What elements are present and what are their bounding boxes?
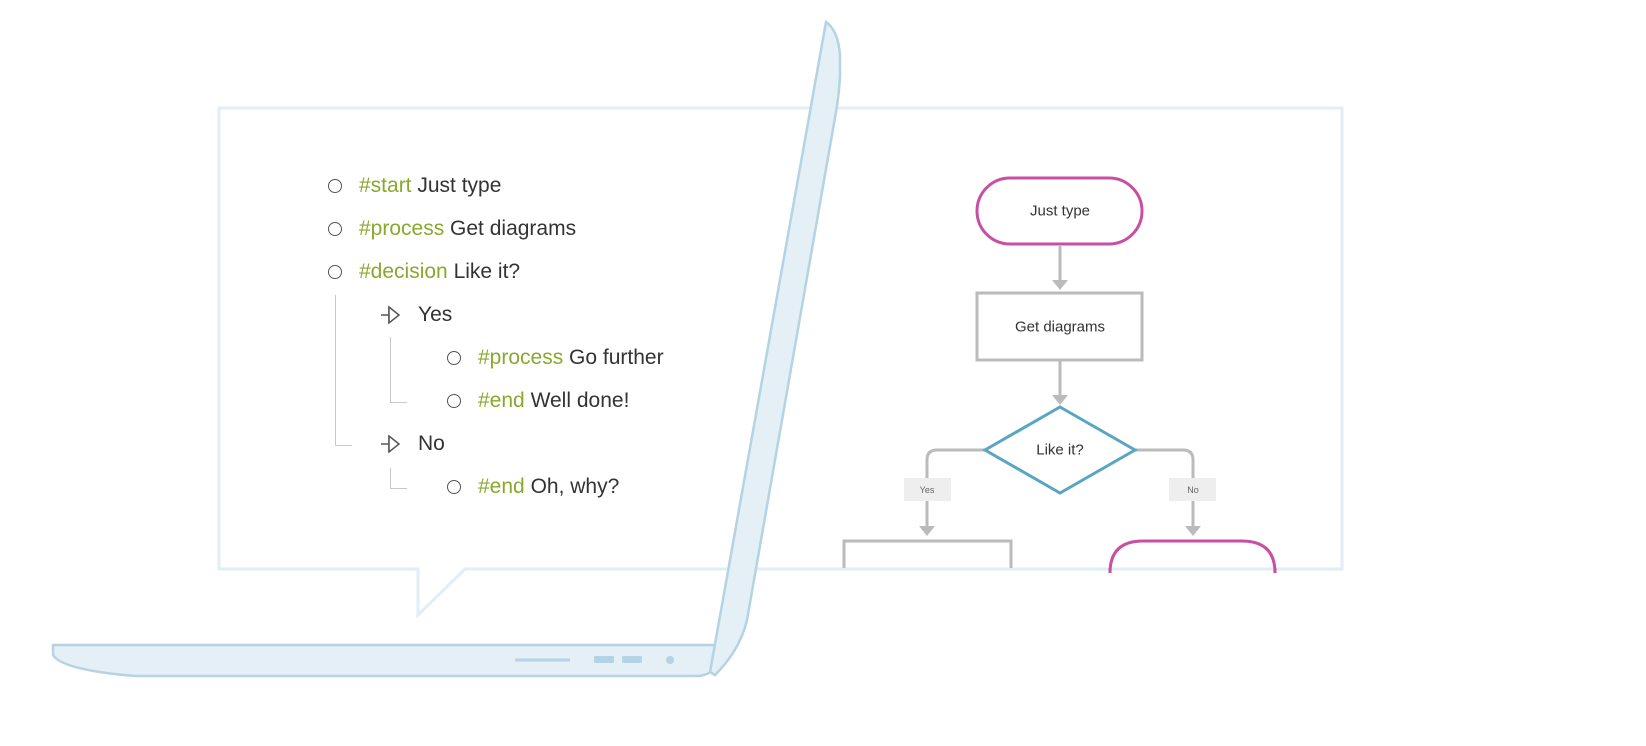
circle-bullet-icon <box>447 351 461 365</box>
outline-text: Get diagrams <box>450 217 577 240</box>
outline-text: Oh, why? <box>530 475 620 498</box>
outline-tag: #decision <box>359 260 454 283</box>
outline-item-yes[interactable]: Yes <box>418 302 452 328</box>
outline-text: Go further <box>569 346 664 369</box>
tree-guide-line <box>390 468 407 489</box>
circle-bullet-icon <box>328 179 342 193</box>
branch-arrow-icon <box>381 434 401 454</box>
start-node <box>975 176 1144 246</box>
outline-text: Yes <box>418 303 453 326</box>
no-edge-label: No <box>1187 485 1199 495</box>
outline-item-go-further[interactable]: #process Go further <box>447 345 664 371</box>
circle-bullet-icon <box>328 222 342 236</box>
flowchart-connectors <box>925 246 1195 528</box>
go-further-node-partial <box>842 539 1013 568</box>
decision-node <box>981 405 1139 495</box>
flowchart-arrowheads <box>919 280 1201 536</box>
outline-text: Just type <box>417 174 502 197</box>
tree-guide-line <box>335 295 352 446</box>
process-node <box>975 291 1144 362</box>
oh-why-node-partial <box>1108 539 1277 574</box>
outline-item-well-done[interactable]: #end Well done! <box>447 388 630 414</box>
outline-text: No <box>418 432 445 455</box>
outline-tag: #process <box>359 217 451 240</box>
laptop-base-port <box>622 656 642 663</box>
outline-item-no[interactable]: No <box>418 431 445 457</box>
yes-label-box <box>904 478 951 501</box>
outline-item-decision[interactable]: #decision Like it? <box>328 259 521 285</box>
circle-bullet-icon <box>447 394 461 408</box>
process-node-label: Get diagrams <box>1014 318 1106 336</box>
outline-item-process[interactable]: #process Get diagrams <box>328 216 577 242</box>
laptop-base <box>51 643 724 678</box>
outline-item-oh-why[interactable]: #end Oh, why? <box>447 474 620 500</box>
outline-tag: #end <box>478 389 531 412</box>
tree-guide-line <box>390 337 407 403</box>
outline-tag: #start <box>359 174 418 197</box>
yes-edge-label: Yes <box>919 485 935 495</box>
outline-text: Like it? <box>453 260 521 283</box>
outline-text: Well done! <box>530 389 630 412</box>
no-label-box <box>1169 478 1216 501</box>
circle-bullet-icon <box>328 265 342 279</box>
outline-tag: #end <box>478 475 531 498</box>
outline-item-start[interactable]: #start Just type <box>328 173 502 199</box>
outline-tag: #process <box>478 346 570 369</box>
branch-arrow-icon <box>381 305 401 325</box>
laptop-base-port <box>594 656 614 663</box>
decision-node-label: Like it? <box>1036 441 1084 459</box>
laptop-lid <box>708 19 842 677</box>
laptop-base-light <box>666 656 674 664</box>
circle-bullet-icon <box>447 480 461 494</box>
start-node-label: Just type <box>1029 202 1091 220</box>
